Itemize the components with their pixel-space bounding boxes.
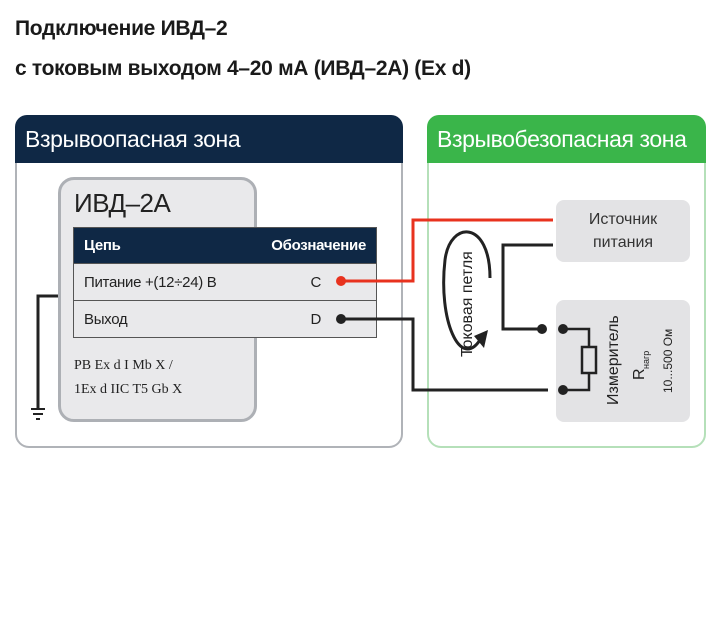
header-circuit: Цепь [84,237,121,254]
hazard-zone-panel: Взрывоопасная зона [15,115,403,448]
loop-arrow-icon [442,230,492,351]
power-wire [341,218,553,283]
terminal-c [336,276,346,286]
resistor-wire [563,327,591,347]
safe-zone-panel: Взрывобезопасная зона [427,115,706,448]
terminal-d [336,314,346,324]
cell-designation: D [310,310,321,328]
pinout-table: Цепь Обозначение Питание +(12÷24) В C Выхо… [73,227,377,338]
table-row: Выход D [74,300,376,337]
title-line-2: с токовым выходом 4–20 мА (ИВД–2А) (Ex d… [15,57,471,80]
power-source-box: Источник питания [556,200,690,262]
device-marking: PB Ex d I Mb X / 1Ex d IIC T5 Gb X [74,354,182,402]
hazard-zone-label: Взрывоопасная зона [15,115,403,163]
cell-circuit: Питание +(12÷24) В [84,273,217,291]
meter-box [556,300,690,422]
table-header: Цепь Обозначение [74,228,376,263]
safe-zone-label: Взрывобезопасная зона [427,115,706,163]
table-row: Питание +(12÷24) В C [74,263,376,300]
marking-line-2: 1Ex d IIC T5 Gb X [74,382,183,397]
resistance-range: 10...500 Ом [661,329,675,393]
ground-wire [31,294,58,420]
resistor-icon [580,345,598,375]
r-symbol: R [631,368,648,380]
cell-circuit: Выход [84,310,128,328]
power-source-line-2: питания [592,234,654,251]
meter-terminal [537,324,547,334]
marking-line-1: PB Ex d I Mb X / [74,358,173,373]
signal-wire [341,317,548,392]
header-designation: Обозначение [271,237,366,254]
cell-designation: C [310,273,321,291]
return-wire [501,243,553,331]
device-name: ИВД–2А [74,188,171,218]
meter-label: Измеритель [605,315,622,405]
title-line-1: Подключение ИВД–2 [15,17,228,40]
current-loop-label: Токовая петля [459,251,476,357]
power-source-line-1: Источник [588,211,658,228]
r-subscript: нагр [641,351,651,369]
